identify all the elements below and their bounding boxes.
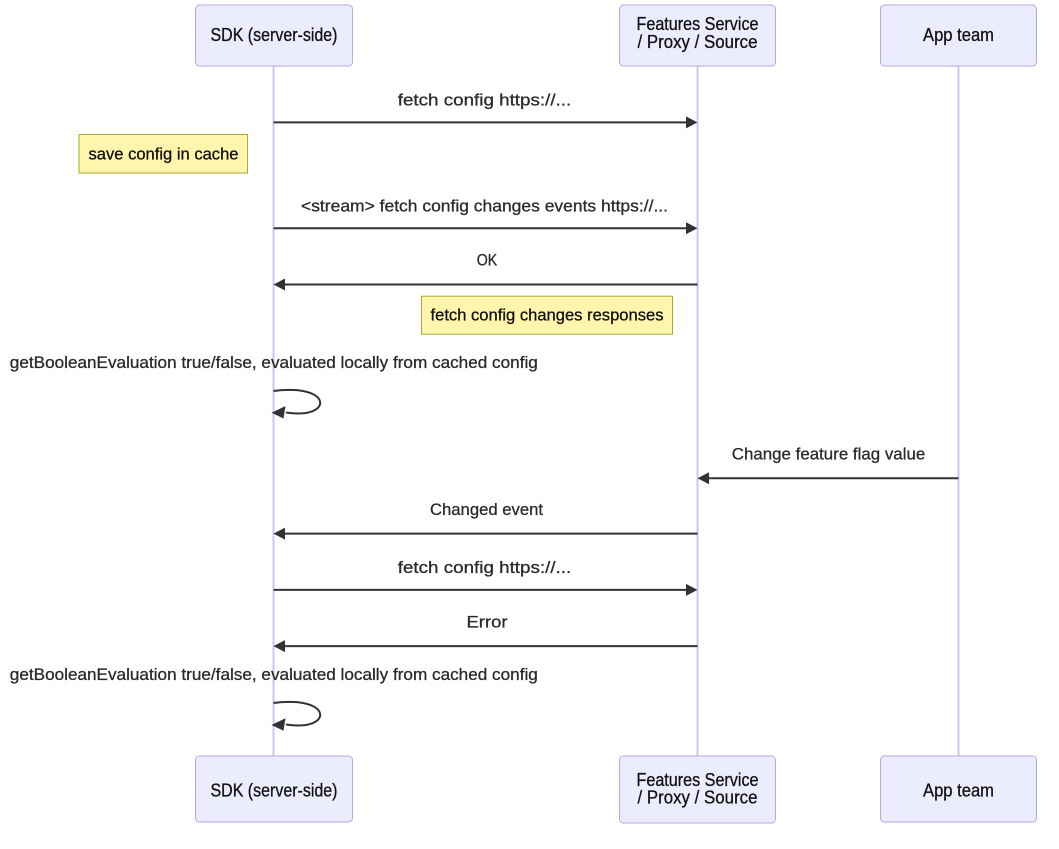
svg-text:Features Service: Features Service (637, 13, 759, 34)
svg-text:/ Proxy / Source: / Proxy / Source (638, 787, 758, 808)
svg-text:Features Service: Features Service (637, 769, 759, 790)
svg-text:App team: App team (923, 780, 994, 801)
svg-text:Change feature flag value: Change feature flag value (732, 444, 926, 463)
svg-text:fetch config changes responses: fetch config changes responses (431, 305, 664, 324)
svg-text:getBooleanEvaluation true/fals: getBooleanEvaluation true/false, evaluat… (10, 665, 538, 684)
svg-text:Error: Error (467, 612, 508, 631)
svg-text:<stream> fetch config changes: <stream> fetch config changes events htt… (301, 197, 668, 216)
svg-text:Changed event: Changed event (430, 500, 543, 519)
svg-text:getBooleanEvaluation true/fals: getBooleanEvaluation true/false, evaluat… (10, 353, 538, 372)
svg-text:App team: App team (923, 24, 994, 45)
svg-text:fetch config https://...: fetch config https://... (398, 91, 572, 110)
svg-text:save config in cache: save config in cache (89, 145, 239, 164)
svg-text:/ Proxy / Source: / Proxy / Source (638, 31, 758, 52)
svg-text:SDK (server-side): SDK (server-side) (211, 780, 338, 801)
svg-text:OK: OK (477, 251, 498, 270)
svg-text:fetch config https://...: fetch config https://... (398, 558, 572, 577)
svg-text:SDK (server-side): SDK (server-side) (211, 24, 338, 45)
